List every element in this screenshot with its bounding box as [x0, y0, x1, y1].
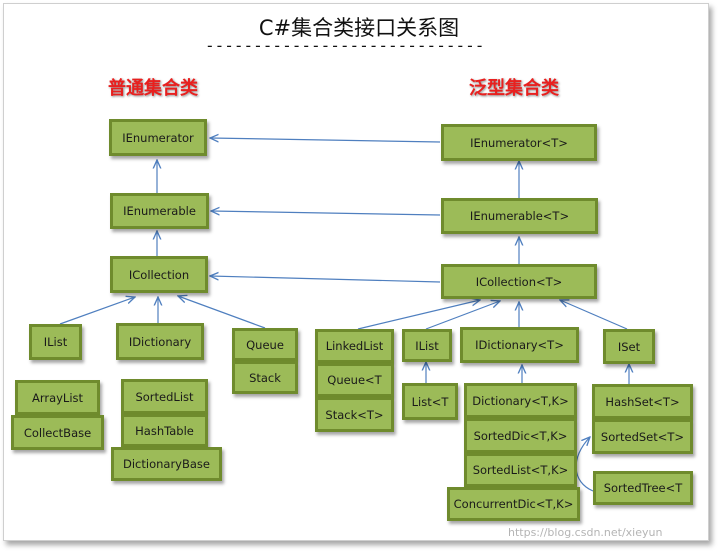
arrow-iset-to-g-icollection	[560, 300, 628, 330]
node-g-concurrentdic: ConcurrentDic<T,K>	[447, 487, 580, 521]
arrow-g-ienumerator-to-ienumerator	[210, 138, 441, 143]
node-collectbase: CollectBase	[11, 415, 104, 450]
node-ilist: IList	[29, 324, 82, 360]
arrow-g-ienumerable-to-ienumerable	[211, 211, 441, 216]
node-g-dictionary: Dictionary<T,K>	[464, 383, 577, 418]
node-g-idictionary: IDictionary<T>	[460, 327, 579, 363]
arrow-sortedtree-to-sortedset	[575, 437, 594, 492]
section-label-generic: 泛型集合类	[469, 78, 559, 99]
arrow-ilist-to-icollection	[59, 297, 135, 325]
watermark-url: https://blog.csdn.net/xieyun	[508, 526, 663, 539]
node-g-ilist: IList	[402, 329, 452, 362]
title-underline: -----------------------------	[205, 36, 485, 55]
node-g-stack: Stack<T>	[315, 397, 394, 432]
node-stack: Stack	[232, 361, 298, 394]
node-g-list: List<T	[402, 383, 458, 420]
node-linkedlist: LinkedList	[315, 329, 394, 363]
arrow-g-ilist-to-g-icollection	[425, 301, 500, 330]
node-icollection: ICollection	[110, 256, 208, 293]
arrow-linkedlist-to-g-icollection	[357, 300, 480, 330]
node-g-ienumerable: IEnumerable<T>	[441, 198, 598, 234]
node-sortedlist: SortedList	[121, 379, 208, 414]
node-g-sorteddic: SortedDic<T,K>	[464, 418, 577, 453]
node-iset: ISet	[603, 329, 655, 364]
node-arraylist: ArrayList	[15, 380, 100, 415]
node-g-icollection: ICollection<T>	[441, 264, 597, 299]
arrow-queue-to-icollection	[178, 296, 266, 329]
node-sortedtree: SortedTree<T	[593, 471, 693, 505]
section-label-normal: 普通集合类	[108, 78, 198, 99]
node-sortedset: SortedSet<T>	[592, 419, 693, 454]
node-ienumerator: IEnumerator	[109, 119, 207, 156]
node-g-queue: Queue<T	[315, 363, 394, 397]
node-queue: Queue	[232, 328, 298, 361]
node-g-sortedlist: SortedList<T,K>	[464, 453, 577, 487]
diagram-title: C#集合类接口关系图	[258, 16, 460, 40]
node-hashset: HashSet<T>	[592, 384, 693, 419]
node-ienumerable: IEnumerable	[110, 193, 209, 229]
node-hashtable: HashTable	[121, 414, 208, 447]
node-g-ienumerator: IEnumerator<T>	[441, 124, 597, 161]
arrow-g-icollection-to-icollection	[210, 276, 441, 283]
node-idictionary: IDictionary	[116, 323, 204, 360]
node-dictionarybase: DictionaryBase	[111, 447, 222, 481]
